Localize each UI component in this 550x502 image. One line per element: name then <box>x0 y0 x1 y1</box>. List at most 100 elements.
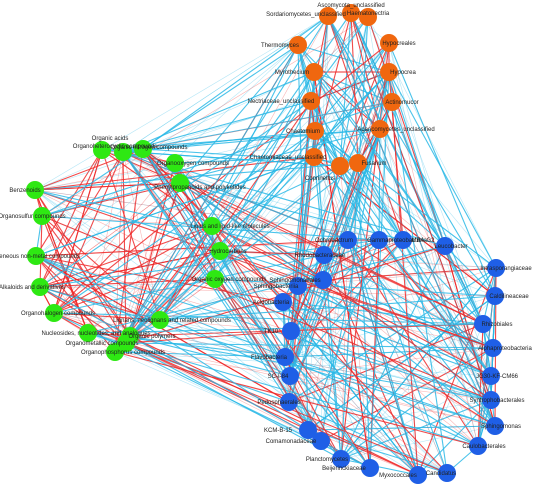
node-label: Flavobacteria <box>251 355 288 361</box>
network-edge <box>122 130 316 153</box>
network-edge <box>35 255 286 358</box>
node-meta <box>79 324 97 342</box>
node-bact <box>276 348 294 366</box>
network-edge <box>34 182 181 191</box>
node-label: Nucleosides, nucleotides, and analogues <box>41 331 150 337</box>
network-edge <box>142 100 312 150</box>
network-edge <box>179 182 404 241</box>
network-edge <box>339 165 497 269</box>
node-label: Myxococcales <box>379 473 417 479</box>
network-edge <box>34 189 325 256</box>
node-fungi <box>371 120 389 138</box>
node-label: Rhodobacteraceae <box>295 253 346 259</box>
network-edge <box>347 239 479 447</box>
node-label: Alphaproteobacteria <box>478 346 532 352</box>
node-label: Pedosphaerales <box>257 400 300 406</box>
node-label: Caldilineaceae <box>489 294 529 300</box>
network-edge <box>35 255 292 332</box>
node-label: Leucobacter <box>434 244 467 250</box>
network-edge <box>289 165 341 377</box>
network-edge <box>125 342 494 349</box>
network-edge <box>159 319 292 332</box>
node-bact <box>438 464 456 482</box>
network-edge <box>340 267 497 460</box>
node-label: Organic polymers <box>128 334 175 340</box>
network-edge <box>142 148 322 442</box>
node-bact <box>486 417 504 435</box>
node-bact <box>280 393 298 411</box>
node-label: Lignans, neolignans and related compound… <box>113 318 231 324</box>
network-edge <box>125 342 309 431</box>
node-bact <box>339 231 357 249</box>
network-edge <box>282 71 390 303</box>
network-edge <box>307 429 448 474</box>
network-edge <box>314 130 380 241</box>
network-edge <box>87 332 448 474</box>
node-label: Organohalogen compounds <box>21 311 95 317</box>
network-edge <box>322 239 404 281</box>
node-meta <box>151 311 169 329</box>
network-edge <box>122 151 127 344</box>
network-edge <box>129 335 492 401</box>
network-edge <box>122 151 290 403</box>
network-edge <box>129 165 341 337</box>
node-label: Organic nitrogen compounds <box>110 145 187 151</box>
network-edge <box>174 162 419 476</box>
network-edge <box>297 44 448 474</box>
network-edge <box>114 15 329 353</box>
node-fungi <box>349 154 367 172</box>
node-fungi <box>306 122 324 140</box>
network-edge <box>53 312 484 325</box>
network-edge <box>297 44 492 377</box>
network-edge <box>35 44 299 257</box>
network-edge <box>211 225 371 469</box>
node-meta <box>93 141 111 159</box>
network-edge <box>350 12 492 401</box>
network-edge <box>122 151 322 442</box>
network-edge <box>417 267 497 476</box>
network-edge <box>35 255 284 303</box>
network-edge <box>35 162 176 257</box>
node-meta <box>171 174 189 192</box>
network-edge <box>214 278 496 297</box>
network-edge <box>313 156 448 474</box>
network-edge <box>122 151 371 469</box>
node-label: Benzenoids <box>9 188 40 194</box>
network-edge <box>219 250 325 256</box>
network-edge <box>289 128 381 377</box>
node-label: Candidatus <box>426 471 456 477</box>
network-edge <box>211 225 492 377</box>
node-label: Sphingomonas <box>481 424 521 430</box>
node-bact <box>486 287 504 305</box>
node-meta <box>134 140 152 158</box>
node-label: Chaetomium <box>286 129 320 135</box>
network-edge <box>340 458 419 476</box>
node-meta <box>166 154 184 172</box>
node-label: Ascomycota_unclassified <box>317 3 384 9</box>
network-edge <box>35 255 290 403</box>
node-fungi <box>331 157 349 175</box>
node-fungi <box>380 63 398 81</box>
node-bact <box>394 231 412 249</box>
network-edge <box>142 148 309 431</box>
network-edge <box>297 44 381 130</box>
node-meta <box>203 217 221 235</box>
node-bact <box>482 391 500 409</box>
node-bact <box>282 322 300 340</box>
node-meta <box>211 242 229 260</box>
network-edge <box>35 149 103 257</box>
network-edge <box>34 151 124 191</box>
network-edge <box>214 128 381 280</box>
node-fungi <box>359 8 377 26</box>
network-edge <box>41 215 492 401</box>
network-edge <box>179 182 291 377</box>
node-label: Rhizobiales <box>481 322 512 328</box>
node-label: Haematonectria <box>347 11 390 17</box>
node-fungi <box>380 34 398 52</box>
network-edge <box>288 267 497 403</box>
network-edge <box>142 101 393 150</box>
network-edge <box>34 71 390 191</box>
network-edge <box>391 101 446 247</box>
network-edge <box>313 156 448 474</box>
node-label: Hypocrea <box>390 70 416 76</box>
